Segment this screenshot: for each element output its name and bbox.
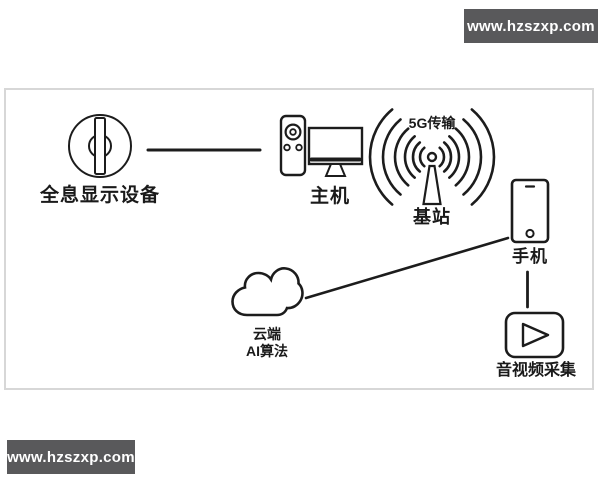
av-capture-label: 音视频采集 — [495, 362, 577, 379]
base-station-label: 基站 — [413, 207, 451, 227]
remote-and-monitor-icon — [279, 114, 364, 177]
host-label: 主机 — [309, 186, 351, 207]
smartphone-icon — [510, 178, 550, 244]
connector-cloud-phone — [304, 236, 510, 300]
holographic-display-label: 全息显示设备 — [39, 185, 161, 206]
play-button-icon — [504, 311, 565, 359]
5g-transmission-label: 5G传输 — [408, 115, 456, 131]
cloud-label-line1: 云端 — [253, 326, 281, 342]
watermark-bottom: www.hzszxp.com — [7, 440, 135, 474]
cloud-icon — [231, 267, 304, 317]
wifi-waves-icon — [368, 108, 496, 206]
watermark-top: www.hzszxp.com — [464, 9, 598, 43]
phone-label: 手机 — [512, 247, 548, 266]
cloud-label-line2: AI算法 — [246, 343, 288, 359]
holographic-fan-icon — [68, 114, 132, 178]
antenna-mast-icon — [422, 164, 442, 206]
cloud-ai-label: 云端 AI算法 — [246, 326, 288, 360]
